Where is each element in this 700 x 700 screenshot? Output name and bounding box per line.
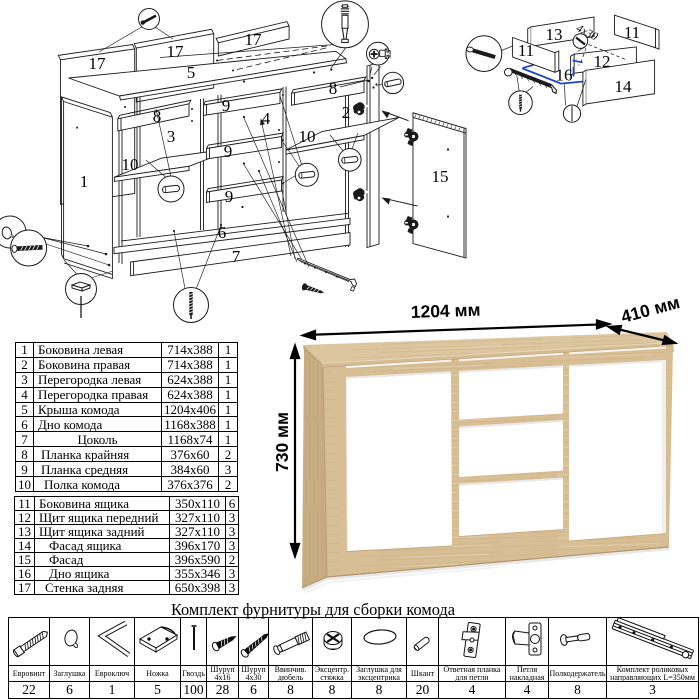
svg-text:730 мм: 730 мм: [272, 412, 292, 472]
svg-text:17: 17: [89, 54, 107, 73]
svg-text:17: 17: [167, 42, 185, 61]
svg-text:9: 9: [224, 142, 233, 161]
svg-text:2: 2: [342, 103, 351, 122]
svg-text:10: 10: [122, 155, 139, 174]
svg-text:16: 16: [556, 66, 573, 85]
svg-text:9: 9: [225, 187, 234, 206]
svg-text:10: 10: [299, 127, 316, 146]
svg-text:1: 1: [80, 172, 89, 191]
svg-text:3: 3: [167, 127, 176, 146]
svg-text:9: 9: [222, 96, 231, 115]
svg-text:17: 17: [245, 30, 263, 49]
svg-text:14: 14: [615, 77, 633, 96]
svg-text:8: 8: [329, 79, 338, 98]
svg-text:8: 8: [153, 107, 162, 126]
svg-text:4: 4: [262, 109, 271, 128]
svg-text:1204 мм: 1204 мм: [410, 300, 480, 322]
svg-text:15: 15: [432, 167, 449, 186]
svg-text:11: 11: [518, 41, 534, 60]
svg-text:12: 12: [594, 52, 611, 71]
svg-text:410 мм: 410 мм: [619, 292, 682, 327]
svg-text:6: 6: [218, 223, 227, 242]
svg-text:5: 5: [187, 63, 196, 82]
svg-text:13: 13: [546, 25, 563, 44]
svg-text:7: 7: [232, 247, 241, 266]
svg-text:11: 11: [624, 23, 640, 42]
